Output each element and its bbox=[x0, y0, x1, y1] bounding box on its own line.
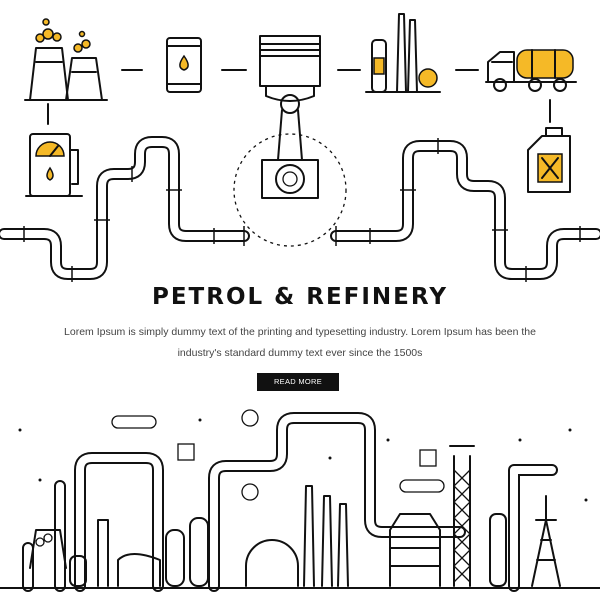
refinery-skyline-icon bbox=[0, 409, 600, 592]
read-more-button[interactable]: READ MORE bbox=[257, 373, 339, 391]
oil-barrel-icon bbox=[166, 37, 202, 93]
refinery-towers-icon bbox=[365, 13, 441, 93]
jerrycan-icon bbox=[527, 127, 571, 193]
piston-icon bbox=[233, 35, 347, 247]
pipeline-icon bbox=[0, 136, 600, 282]
fuel-pump-icon bbox=[25, 133, 83, 197]
description-text: Lorem Ipsum is simply dummy text of the … bbox=[64, 326, 536, 359]
decorative-dots bbox=[18, 418, 588, 502]
power-plant-icon bbox=[24, 18, 108, 101]
fuel-truck-icon bbox=[485, 49, 577, 92]
page-title: PETROL & REFINERY bbox=[151, 284, 448, 310]
connector-lines bbox=[47, 69, 551, 125]
